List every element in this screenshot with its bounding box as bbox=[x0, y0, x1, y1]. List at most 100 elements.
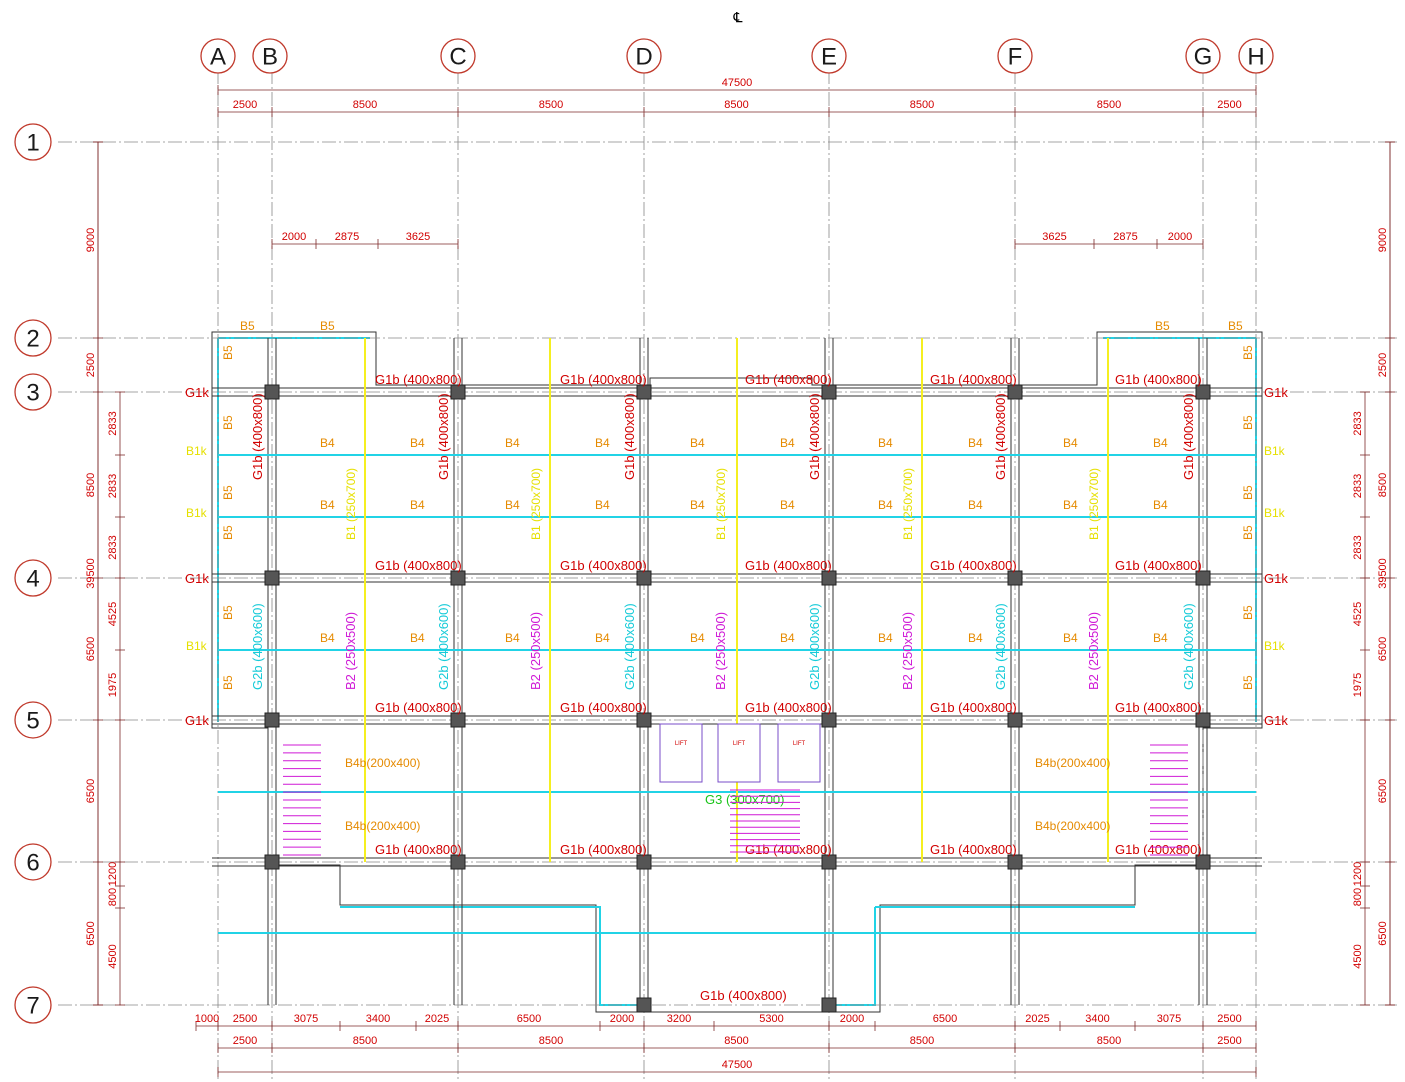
beam-b1-label: B1 (250x700) bbox=[1087, 468, 1101, 540]
dim-left-inner-text: 2833 bbox=[107, 411, 119, 435]
dim-bottom-detail-text: 1000 bbox=[195, 1013, 219, 1025]
lift-label: LIFT bbox=[675, 741, 688, 747]
column bbox=[636, 384, 652, 400]
beam-b5-label: B5 bbox=[1241, 485, 1255, 500]
dim-bottom-spans-text: 2500 bbox=[233, 1035, 257, 1047]
dim-left-inner-text: 1200 bbox=[107, 862, 119, 886]
dim-top-spans-text: 8500 bbox=[539, 99, 563, 111]
column bbox=[1007, 712, 1023, 728]
dim-bottom-detail-text: 3200 bbox=[667, 1013, 691, 1025]
beam-b1k-label: B1k bbox=[186, 444, 208, 458]
dim-top-left-detail-text: 2875 bbox=[335, 231, 359, 243]
lift-car: LIFT bbox=[777, 723, 821, 783]
beam-b4-label: B4 bbox=[690, 631, 705, 645]
girder-label: G1b (400x800) bbox=[930, 372, 1017, 387]
lift-label: LIFT bbox=[793, 741, 806, 747]
row-axis-label: 3 bbox=[26, 380, 39, 407]
girder-label: G1b (400x800) bbox=[375, 842, 462, 857]
column-axis-label: E bbox=[821, 44, 837, 71]
dim-top-left-detail-text: 3625 bbox=[406, 231, 430, 243]
girder-label: G1b (400x800) bbox=[700, 988, 787, 1003]
row-axis-label: 1 bbox=[26, 130, 39, 157]
dim-bottom-detail-text: 2500 bbox=[233, 1013, 257, 1025]
dim-bottom-detail-text: 3075 bbox=[1157, 1013, 1181, 1025]
perimeter-beams-cyan bbox=[217, 337, 1257, 1006]
beam-b4-label: B4 bbox=[780, 498, 795, 512]
beam-b1-label: B1 (250x700) bbox=[344, 468, 358, 540]
row-axis-label: 2 bbox=[26, 326, 39, 353]
dim-left-outer-text: 6500 bbox=[85, 921, 97, 945]
column-axis-label: G bbox=[1194, 44, 1213, 71]
girder-label: G1b (400x800) bbox=[745, 372, 832, 387]
girder-label-vertical: G1b (400x800) bbox=[807, 393, 822, 480]
row-axis-label: 6 bbox=[26, 850, 39, 877]
column-axis-bubble-f: F bbox=[997, 38, 1033, 74]
beam-b5-label: B5 bbox=[240, 319, 255, 333]
dim-overall-bottom-text: 47500 bbox=[722, 1059, 753, 1071]
girder-label-vertical: G1b (400x800) bbox=[250, 393, 265, 480]
beam-b1k-label: B1k bbox=[1264, 639, 1286, 653]
beam-b4-label: B4 bbox=[968, 436, 983, 450]
column-axis-bubble-h: H bbox=[1238, 38, 1274, 74]
dim-right-outer-text: 2500 bbox=[1377, 353, 1389, 377]
girder-label-vertical: G1b (400x800) bbox=[1181, 393, 1196, 480]
beam-b2-label: B2 (250x500) bbox=[1086, 612, 1101, 690]
dim-top-right-detail-text: 2000 bbox=[1168, 231, 1192, 243]
beam-b4-label: B4 bbox=[1153, 498, 1168, 512]
beam-b4-label: B4 bbox=[320, 498, 335, 512]
dim-top-right-detail-text: 2875 bbox=[1113, 231, 1137, 243]
column-axis-label: F bbox=[1008, 44, 1023, 71]
dim-bottom-detail-text: 2500 bbox=[1217, 1013, 1241, 1025]
dim-bottom-detail-text: 2000 bbox=[610, 1013, 634, 1025]
column bbox=[821, 570, 837, 586]
dim-left-outer-text: 6500 bbox=[85, 779, 97, 803]
beam-b5-label: B5 bbox=[221, 415, 235, 430]
girder-label: G1b (400x800) bbox=[1115, 842, 1202, 857]
dim-left-outer-text: 8500 bbox=[85, 473, 97, 497]
beam-b4-label: B4 bbox=[1153, 631, 1168, 645]
dim-bottom-detail-text: 3075 bbox=[294, 1013, 318, 1025]
column bbox=[1195, 854, 1211, 870]
beam-b5-label: B5 bbox=[1155, 319, 1170, 333]
dim-bottom-detail-text: 3400 bbox=[366, 1013, 390, 1025]
dim-bottom-detail-text: 2000 bbox=[840, 1013, 864, 1025]
beam-b1-label: B1 (250x700) bbox=[529, 468, 543, 540]
column-axis-label: C bbox=[449, 44, 466, 71]
girder-label-vertical: G1b (400x800) bbox=[993, 393, 1008, 480]
beam-b4-label: B4 bbox=[595, 436, 610, 450]
dim-top-left-detail-text: 2000 bbox=[282, 231, 306, 243]
beam-b5-label: B5 bbox=[221, 525, 235, 540]
beam-b4-label: B4 bbox=[320, 631, 335, 645]
dim-left-inner-text: 4500 bbox=[107, 944, 119, 968]
beam-b5-label: B5 bbox=[1241, 525, 1255, 540]
beam-b5-label: B5 bbox=[1228, 319, 1243, 333]
row-axis-label: 4 bbox=[26, 566, 39, 593]
girder-label: G1b (400x800) bbox=[560, 372, 647, 387]
dim-right-inner-text: 800 bbox=[1352, 888, 1364, 906]
girder-label: G1b (400x800) bbox=[745, 700, 832, 715]
beam-b4-label: B4 bbox=[595, 631, 610, 645]
dim-left-inner-text: 2833 bbox=[107, 474, 119, 498]
beam-g3-label: G3 (300x700) bbox=[705, 792, 785, 807]
beam-b4-label: B4 bbox=[968, 631, 983, 645]
girder-label: G1b (400x800) bbox=[560, 558, 647, 573]
beam-b4-label: B4 bbox=[1063, 498, 1078, 512]
row-axis-bubble-3: 3 bbox=[14, 373, 52, 411]
dim-bottom-spans-text: 8500 bbox=[1097, 1035, 1121, 1047]
dim-left-inner-text: 2833 bbox=[107, 535, 119, 559]
girder-g2-label-vertical: G2b (400x600) bbox=[807, 603, 822, 690]
column bbox=[1007, 854, 1023, 870]
row-axis-bubble-2: 2 bbox=[14, 319, 52, 357]
girder-k-label: G1k bbox=[185, 713, 209, 728]
dim-right-outer-text: 6500 bbox=[1377, 637, 1389, 661]
dim-bottom-spans-text: 8500 bbox=[539, 1035, 563, 1047]
beam-b5-label: B5 bbox=[1241, 345, 1255, 360]
girder-g2-label-vertical: G2b (400x600) bbox=[622, 603, 637, 690]
beam-b1k-label: B1k bbox=[186, 506, 208, 520]
dim-right-inner-text: 1200 bbox=[1352, 862, 1364, 886]
dim-right-inner-text: 2833 bbox=[1352, 535, 1364, 559]
beam-b5-label: B5 bbox=[221, 675, 235, 690]
dim-left-outer-text: 6500 bbox=[85, 637, 97, 661]
column-axis-label: D bbox=[635, 44, 652, 71]
dim-right-inner-text: 2833 bbox=[1352, 411, 1364, 435]
